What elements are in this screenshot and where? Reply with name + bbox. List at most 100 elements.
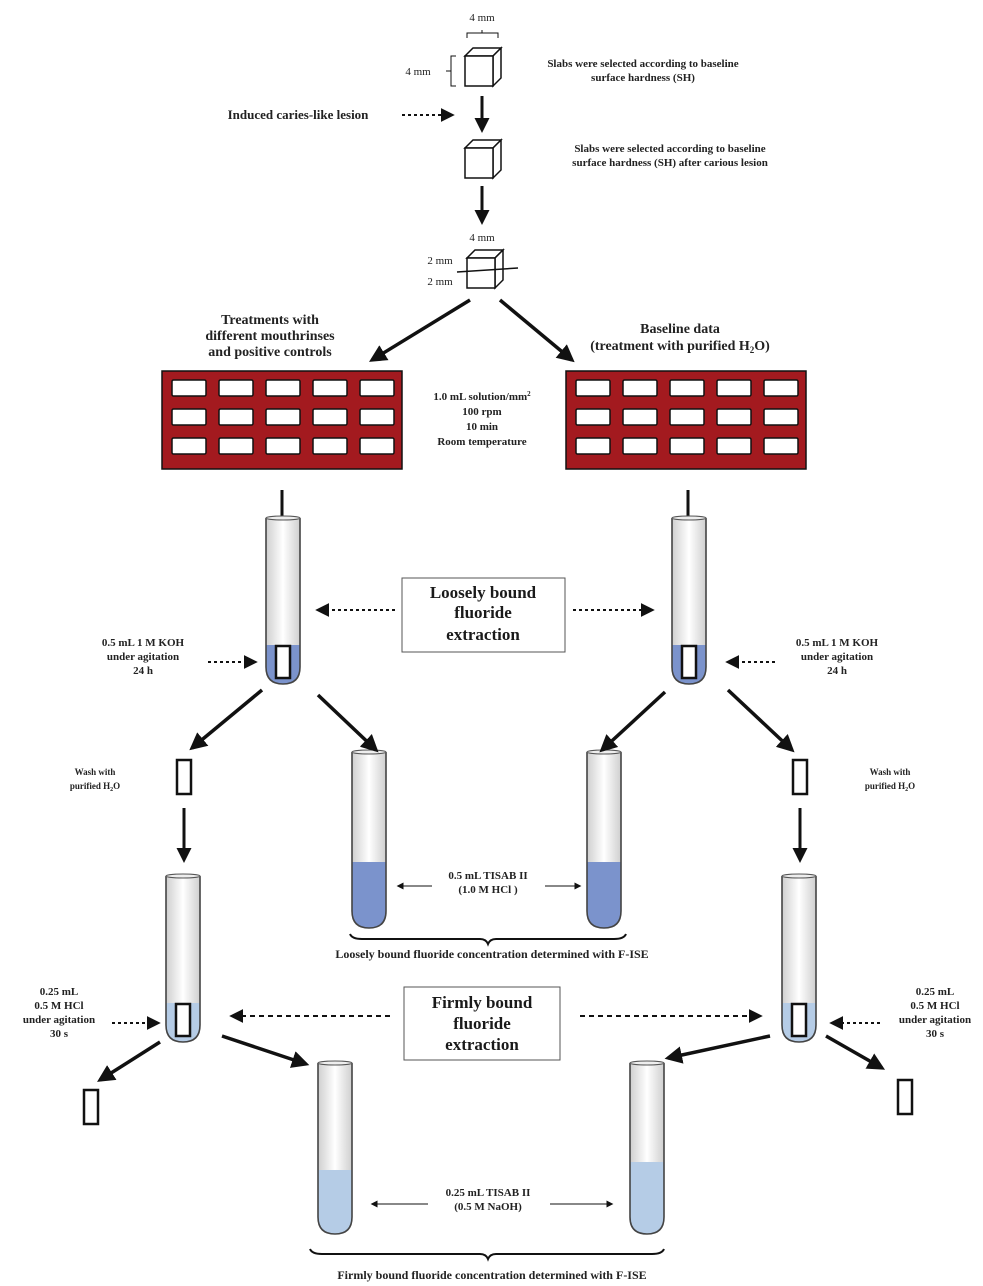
condition-line4: Room temperature	[437, 436, 526, 448]
firm-tube-right	[629, 1060, 665, 1235]
rack-right-slot	[763, 408, 799, 426]
cut-dim-top: 4 mm	[469, 232, 495, 244]
step2-text-line1: Slabs were selected according to baselin…	[574, 143, 765, 155]
firm-tube-left	[317, 1060, 353, 1235]
rack-right-slot	[716, 408, 752, 426]
left-title-line3: and positive controls	[208, 345, 332, 360]
hcl-left-line4: 30 s	[50, 1028, 69, 1040]
rack-left-slot	[359, 379, 395, 397]
tisab-firm-line1: 0.25 mL TISAB II	[446, 1187, 531, 1199]
cut-dim-b: 2 mm	[427, 276, 453, 288]
slab-cube-2	[463, 138, 503, 180]
sample-rack-left	[161, 370, 403, 470]
rack-right-slot	[716, 379, 752, 397]
rack-left-slot	[218, 437, 254, 455]
slab-dim-side: 4 mm	[405, 66, 431, 78]
arrow-right-to-discard	[825, 1034, 886, 1070]
step1-text-line1: Slabs were selected according to baselin…	[547, 58, 738, 70]
arrow-left-to-loose-tube	[316, 693, 379, 753]
hcl-tube-left	[165, 873, 201, 1043]
hcl-left-line3: under agitation	[23, 1014, 95, 1026]
koh-left-line2: under agitation	[107, 651, 179, 663]
rack-right-slot	[622, 379, 658, 397]
right-title-line2: (treatment with purified H2O)	[590, 339, 770, 355]
firm-box-line3: extraction	[445, 1035, 519, 1054]
koh-tube-left	[265, 515, 301, 685]
discarded-slab-right	[896, 1078, 914, 1116]
test-tubes	[165, 515, 817, 1235]
koh-left-line3: 24 h	[133, 665, 153, 677]
dimension-bracket-top	[466, 30, 499, 38]
condition-line3: 10 min	[466, 421, 498, 433]
step1-text-line2: surface hardness (SH)	[591, 72, 695, 84]
discarded-slab-left	[82, 1088, 100, 1126]
slab-cube-1	[463, 46, 503, 88]
rack-right-slot	[575, 379, 611, 397]
rack-right-slot	[669, 437, 705, 455]
wash-left-line2: purified H2O	[70, 781, 120, 793]
arrow-left-to-wash	[189, 688, 264, 751]
rack-right-slot	[669, 408, 705, 426]
arrow-left-to-discard	[97, 1040, 161, 1082]
loose-box-line2: fluoride	[454, 603, 512, 622]
koh-right-line2: under agitation	[801, 651, 873, 663]
koh-left-line1: 0.5 mL 1 M KOH	[102, 637, 185, 649]
dimension-bracket-side	[446, 55, 456, 87]
condition-line1: 1.0 mL solution/mm2	[433, 390, 531, 403]
rack-right-slot	[622, 408, 658, 426]
lesion-label: Induced caries-like lesion	[228, 107, 370, 122]
step2-text-line2: surface hardness (SH) after carious lesi…	[572, 157, 768, 169]
hcl-right-line1: 0.25 mL	[916, 986, 955, 998]
rack-right-slot	[669, 379, 705, 397]
left-title-line2: different mouthrinses	[205, 329, 335, 344]
hcl-left-line1: 0.25 mL	[40, 986, 79, 998]
rack-right-slot	[763, 379, 799, 397]
firm-box-line2: fluoride	[453, 1014, 511, 1033]
arrow-right-to-loose-tube	[599, 690, 667, 753]
koh-tube-right-slab	[680, 644, 698, 680]
firm-box-line1: Firmly bound	[432, 993, 533, 1012]
arrow-left-to-firm-tube	[221, 1034, 310, 1068]
tisab-firm-line2: (0.5 M NaOH)	[454, 1201, 522, 1213]
loose-tube-right-liquid	[587, 862, 621, 928]
rack-left-slot	[218, 379, 254, 397]
loose-result-brace	[349, 933, 627, 947]
slab-after-wash-right	[791, 758, 809, 796]
koh-right-line3: 24 h	[827, 665, 847, 677]
loose-tube-left	[351, 749, 387, 929]
loose-result-text: Loosely bound fluoride concentration det…	[335, 947, 648, 961]
rack-left-slot	[218, 408, 254, 426]
rack-right-slot	[575, 408, 611, 426]
firm-result-text: Firmly bound fluoride concentration dete…	[337, 1268, 646, 1282]
rack-left-slot	[359, 408, 395, 426]
slab-after-wash-left	[175, 758, 193, 796]
hcl-right-line2: 0.5 M HCl	[910, 1000, 959, 1012]
rack-right-slot	[716, 437, 752, 455]
hcl-tube-left-slab	[174, 1002, 192, 1038]
left-title-line1: Treatments with	[221, 313, 319, 328]
wash-right-line1: Wash with	[870, 767, 911, 777]
hcl-tube-right	[781, 873, 817, 1043]
sample-rack-right	[565, 370, 807, 470]
rack-left-slot	[171, 408, 207, 426]
rack-right-slot	[763, 437, 799, 455]
arrow-right-to-wash	[726, 688, 795, 753]
slab-cube-cut	[456, 248, 519, 290]
rack-left-slot	[171, 437, 207, 455]
tisab-loose-line1: 0.5 mL TISAB II	[448, 870, 527, 882]
firm-extraction-box	[403, 986, 561, 1061]
rack-left-slot	[312, 437, 348, 455]
loose-tube-left-liquid	[352, 862, 386, 928]
firm-tube-left-liquid	[318, 1170, 352, 1234]
arrow-right-to-firm-tube	[664, 1034, 771, 1064]
hcl-tube-right-slab	[790, 1002, 808, 1038]
arrow-split-left	[369, 298, 471, 362]
rack-left-slot	[359, 437, 395, 455]
rack-right-slot	[622, 437, 658, 455]
hcl-right-line4: 30 s	[926, 1028, 945, 1040]
rack-left-slot	[171, 379, 207, 397]
condition-line2: 100 rpm	[462, 406, 501, 418]
arrow-split-right	[498, 298, 575, 363]
rack-left-slot	[265, 437, 301, 455]
